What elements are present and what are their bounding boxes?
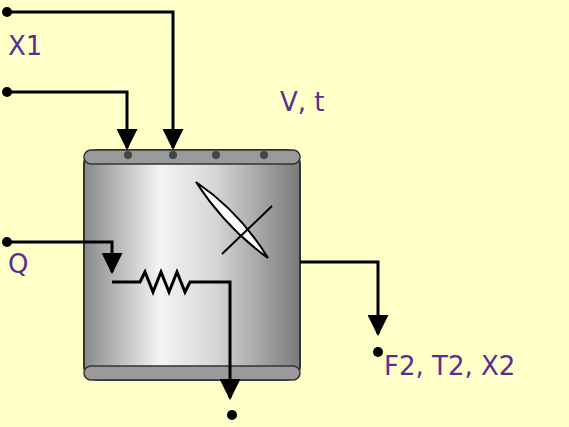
feed-lines	[2, 7, 173, 148]
tank	[84, 150, 300, 380]
outlet-line	[300, 262, 383, 357]
outlet-label: F2, T2, X2	[384, 352, 515, 381]
impeller	[196, 182, 272, 258]
variable-label: V, t	[280, 88, 325, 117]
stream-label: X1	[8, 32, 42, 61]
heat-label: Q	[8, 250, 28, 279]
heating-coil	[2, 237, 237, 420]
